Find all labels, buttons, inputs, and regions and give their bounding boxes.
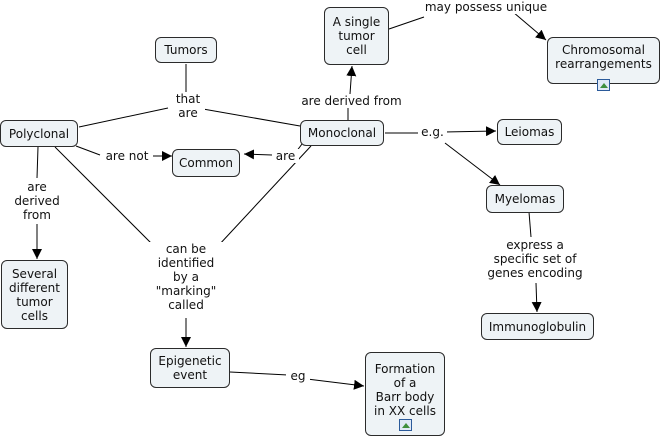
node-label: Immunoglobulin [488, 319, 587, 334]
line-monoclonal-thatare [202, 108, 301, 127]
node-tumors[interactable]: Tumors [155, 37, 217, 63]
link-label-eg: e.g. [418, 125, 447, 139]
node-epigenetic-event[interactable]: Epigenetic event [150, 348, 230, 388]
node-label: Common [178, 156, 234, 170]
link-label-are-derived-from-mono: are derived from [297, 94, 406, 108]
arrow-derived-single [346, 65, 357, 95]
image-resource-icon[interactable] [399, 419, 412, 431]
arrow-eg-barrbody [306, 378, 365, 390]
node-label: Formation of a Barr body in XX cells [374, 362, 436, 418]
node-label: Several different tumor cells [9, 266, 60, 323]
arrow-eg-myelomas [444, 142, 501, 186]
line-myelomas-express [528, 211, 532, 238]
link-label-are-derived-from-poly: are derived from [10, 180, 64, 222]
link-label-that-are: that are [171, 92, 205, 120]
line-single-maypossess [388, 16, 425, 30]
node-label: Myelomas [494, 192, 556, 206]
node-myelomas[interactable]: Myelomas [486, 185, 564, 213]
link-label-eg2: eg [286, 369, 310, 383]
link-label-can-be-identified: can be identified by a "marking" called [146, 242, 226, 312]
arrow-express-immunoglobulin [531, 282, 542, 313]
node-label: Polyclonal [8, 126, 70, 141]
node-label: Epigenetic event [158, 354, 222, 382]
node-label: Leiomas [504, 125, 555, 139]
line-epigenetic-eg [229, 371, 289, 376]
link-label-are: are [272, 149, 299, 163]
node-label: Chromosomal rearrangements [555, 42, 652, 71]
node-several-tumor-cells[interactable]: Several different tumor cells [1, 260, 68, 329]
node-label: A single tumor cell [332, 15, 381, 57]
link-label-may-possess-unique: may possess unique [421, 0, 551, 14]
arrow-maypossess-chromosomal [512, 11, 547, 41]
node-label: Monoclonal [307, 126, 377, 140]
node-leiomas[interactable]: Leiomas [497, 119, 562, 145]
line-polyclonal-arenot [75, 145, 101, 156]
node-common[interactable]: Common [172, 149, 240, 177]
node-label: Tumors [164, 43, 208, 57]
line-polyclonal-derived [36, 146, 39, 179]
image-resource-icon[interactable] [597, 79, 610, 91]
node-monoclonal[interactable]: Monoclonal [300, 120, 384, 146]
node-chromosomal-rearrangements[interactable]: Chromosomal rearrangements [547, 37, 660, 84]
arrow-are-common [243, 149, 273, 160]
link-label-are-not: are not [101, 149, 153, 163]
node-immunoglobulin[interactable]: Immunoglobulin [481, 313, 594, 340]
node-polyclonal[interactable]: Polyclonal [0, 120, 78, 147]
node-single-tumor-cell[interactable]: A single tumor cell [324, 7, 389, 65]
link-label-express: express a specific set of genes encoding [483, 238, 587, 280]
arrow-eg-leiomas [443, 126, 497, 137]
line-polyclonal-thatare [78, 107, 169, 128]
line-polyclonal-identified [54, 146, 156, 248]
